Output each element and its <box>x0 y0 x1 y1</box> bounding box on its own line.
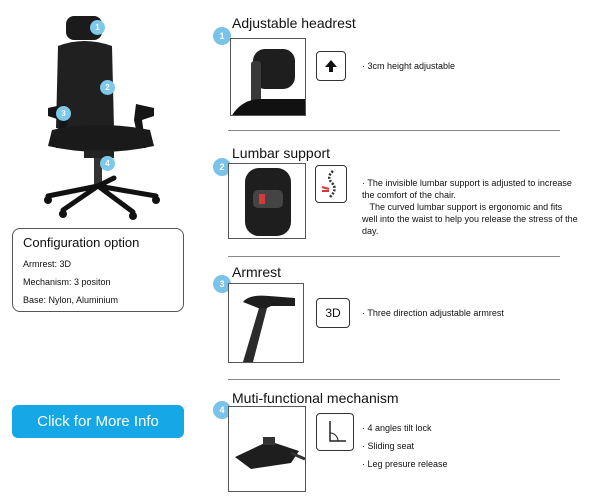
section-divider-1 <box>228 130 560 131</box>
section-1-title: Adjustable headrest <box>232 15 356 31</box>
more-info-button[interactable]: Click for More Info <box>12 405 184 438</box>
section-4-badge: 4 <box>213 401 231 419</box>
section-4-desc: · 4 angles tilt lock · Sliding seat · Le… <box>362 422 448 470</box>
mechanism-feature-tilt: · 4 angles tilt lock <box>362 423 432 433</box>
lumbar-photo <box>228 163 306 239</box>
mechanism-photo <box>228 406 306 492</box>
section-2-title: Lumbar support <box>232 145 331 161</box>
section-3-desc: · Three direction adjustable armrest <box>362 308 504 318</box>
mechanism-feature-leg: · Leg presure release <box>362 459 448 469</box>
headrest-photo <box>230 38 306 116</box>
config-base: Base: Nylon, Aluminium <box>23 295 119 305</box>
spine-icon <box>315 165 347 203</box>
hero-pin-4: 4 <box>100 156 115 171</box>
section-3-badge: 3 <box>213 275 231 293</box>
section-4-title: Muti-functional mechanism <box>232 390 399 406</box>
section-1-desc: · 3cm height adjustable <box>362 61 456 71</box>
section-divider-3 <box>228 379 560 380</box>
section-2-badge: 2 <box>213 158 231 176</box>
mechanism-feature-sliding: · Sliding seat <box>362 441 415 451</box>
tilt-angle-icon <box>316 413 354 451</box>
section-divider-2 <box>228 256 560 257</box>
section-2-desc: · The invisible lumbar support is adjust… <box>362 177 580 237</box>
chair-hero-image: 1 2 3 4 <box>18 8 188 223</box>
section-1-badge: 1 <box>213 27 231 45</box>
armrest-photo <box>228 283 304 363</box>
section-2-desc-line-2: The curved lumbar support is ergonomic a… <box>362 202 581 236</box>
config-mechanism: Mechanism: 3 positon <box>23 277 111 287</box>
config-title: Configuration option <box>23 235 140 250</box>
section-2-desc-line-1: · The invisible lumbar support is adjust… <box>362 178 572 200</box>
config-armrest: Armrest: 3D <box>23 259 72 269</box>
hero-pin-2: 2 <box>100 80 115 95</box>
section-3-title: Armrest <box>232 264 281 280</box>
3d-icon: 3D <box>316 298 350 328</box>
up-arrow-icon <box>316 51 346 81</box>
configuration-box: Configuration option Armrest: 3D Mechani… <box>12 228 184 312</box>
hero-pin-3: 3 <box>56 106 71 121</box>
hero-pin-1: 1 <box>90 20 105 35</box>
